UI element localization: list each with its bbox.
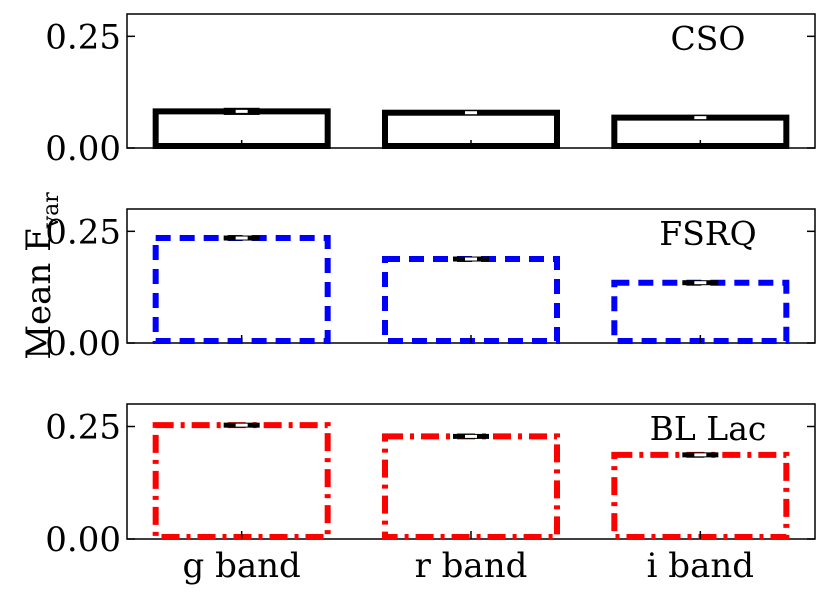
panel-cso: 0.00 0.25 CSO xyxy=(45,13,816,169)
error-bar-center xyxy=(235,236,248,240)
y-axis-label-subscript: var xyxy=(39,192,64,230)
y-tick-label: 0.25 xyxy=(45,212,121,252)
error-bar-center xyxy=(465,434,477,438)
bar-i-band xyxy=(611,279,790,345)
panel-label: CSO xyxy=(671,19,746,58)
y-tick-label: 0.00 xyxy=(45,520,121,560)
y-tick-label: 0.00 xyxy=(45,129,121,169)
y-tick-label: 0.25 xyxy=(45,408,121,448)
y-tick-label: 0.25 xyxy=(45,17,121,57)
y-axis-label: Mean Fvar xyxy=(19,192,64,360)
bar-i-band xyxy=(611,451,790,541)
y-tick-label: 0.00 xyxy=(45,324,121,364)
bar-r-band xyxy=(382,433,560,540)
error-bar-center xyxy=(465,257,477,261)
x-tick-label: i band xyxy=(647,546,754,586)
x-tick-label: r band xyxy=(415,546,528,586)
error-bar-center xyxy=(465,111,477,115)
panel-label: FSRQ xyxy=(659,214,756,253)
bar-g-band xyxy=(152,235,331,345)
panel-bl-lac: 0.00 0.25 g band r band i band BL Lac xyxy=(45,403,816,586)
panel-fsrq: 0.00 0.25 FSRQ xyxy=(45,208,816,364)
bar-r-band xyxy=(382,256,560,345)
error-bar-center xyxy=(694,116,707,120)
error-bar-center xyxy=(694,453,707,457)
x-tick-label: g band xyxy=(183,546,301,586)
y-axis-label-main: Mean F xyxy=(19,228,59,360)
panel-label: BL Lac xyxy=(650,409,767,448)
error-bar-center xyxy=(694,281,707,285)
bar-g-band xyxy=(152,422,331,540)
error-bar-center xyxy=(235,423,248,427)
error-bar-center xyxy=(235,109,248,113)
